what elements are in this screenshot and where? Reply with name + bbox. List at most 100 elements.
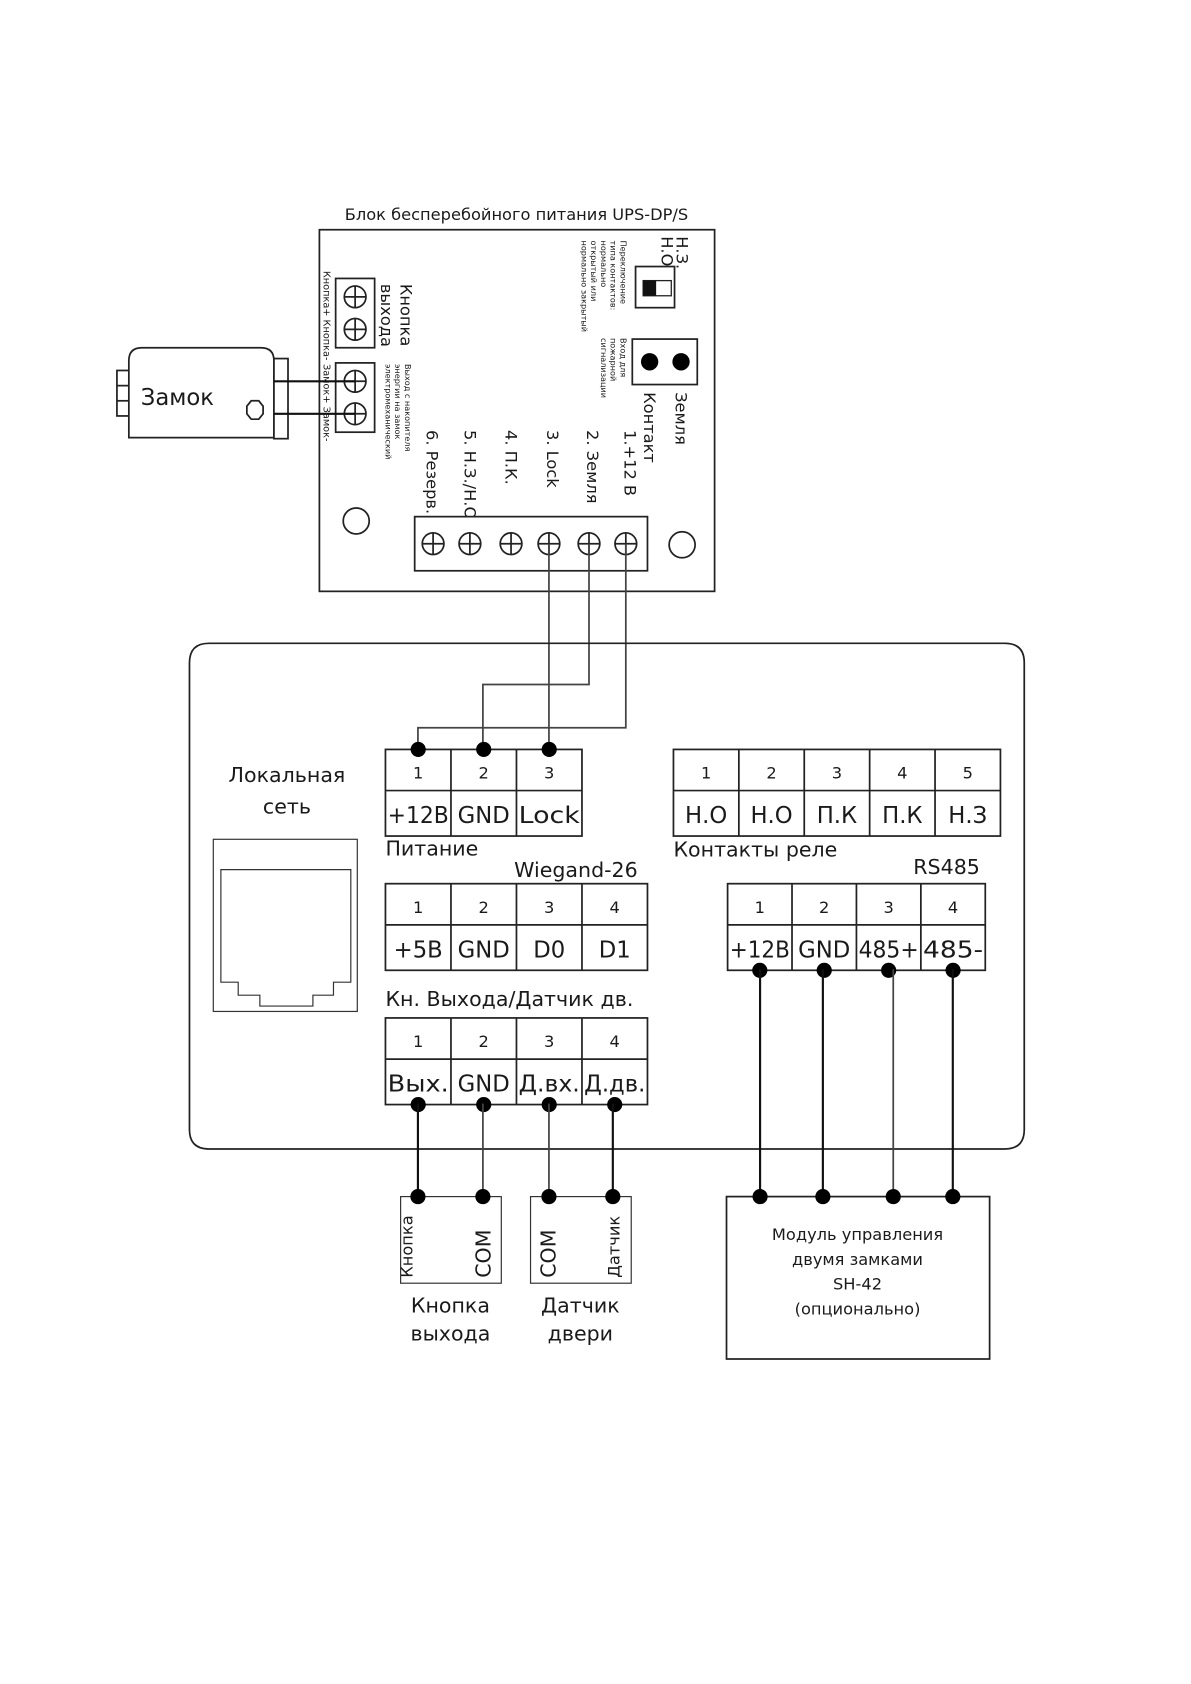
wire-junction-dot — [476, 741, 492, 758]
power-caption: Питание — [385, 837, 478, 861]
wire-junction-dot — [410, 741, 426, 758]
door-sensor-pin: COM — [536, 1230, 560, 1278]
pin-label: П.К — [817, 803, 857, 829]
door-sensor-label: Датчик — [541, 1293, 620, 1317]
mounting-hole-icon — [668, 530, 696, 559]
screw-terminal-icon — [421, 532, 445, 556]
exit-button-label: выхода — [410, 1322, 490, 1346]
pin-number: 3 — [883, 898, 893, 917]
pin-number: 5 — [963, 764, 973, 783]
lan-label: сеть — [263, 794, 311, 818]
screw-terminal-icon — [458, 532, 482, 556]
ups-terminal-label: 6. Резерв. — [423, 430, 442, 514]
pin-number: 1 — [413, 1032, 423, 1051]
pin-number: 4 — [948, 898, 958, 917]
pin-label: +12В — [388, 803, 449, 829]
ethernet-port-icon[interactable] — [212, 838, 358, 1013]
ups-contact-type-switch[interactable]: Н.З. Н.О. — [634, 236, 692, 309]
pin-number: 4 — [610, 898, 620, 917]
pin-label: GND — [798, 937, 850, 963]
exit-button-device: Кнопка COM Кнопка выхода — [398, 1189, 502, 1346]
ups-lock-output-desc: Выход с накопителя — [403, 364, 413, 452]
ups-exit-button-label: Кнопка — [397, 284, 416, 346]
wire-junction-dot — [541, 741, 557, 758]
relay-caption: Контакты реле — [673, 838, 837, 862]
door-sensor-pin: Датчик — [604, 1216, 623, 1278]
module-text: Модуль управления — [772, 1225, 943, 1244]
fire-desc: сигнализации — [599, 338, 609, 398]
ups-terminal-label: 5. Н.З./Н.О. — [460, 430, 479, 524]
pin-number: 4 — [610, 1032, 620, 1051]
pin-label: GND — [458, 937, 510, 963]
exit-button-label: Кнопка — [411, 1293, 490, 1317]
pin-label: Вых. — [388, 1072, 449, 1098]
ups-exit-button-terminal: Кнопка выхода — [334, 277, 416, 349]
pin-number: 2 — [479, 764, 489, 783]
pin-label: Lock — [519, 803, 581, 829]
pin-number: 1 — [413, 898, 423, 917]
module-text: (опционально) — [795, 1300, 921, 1319]
screw-terminal-icon — [343, 317, 367, 342]
controller-board: Локальная сеть 1+12В2GND3Lock1Н.О2Н.О3П.… — [188, 642, 1026, 1150]
pin-number: 4 — [897, 764, 907, 783]
exit-button-pin: COM — [471, 1230, 495, 1278]
ups-to-controller-wires — [417, 543, 627, 748]
wiegand-caption: Wiegand-26 — [514, 858, 638, 882]
pin-label: GND — [458, 1072, 510, 1098]
exit-button-pin: Кнопка — [398, 1215, 417, 1277]
lock-label: Замок — [141, 385, 214, 411]
relay-connector: 1Н.О2Н.О3П.К4П.К5Н.З — [672, 748, 1002, 837]
ups-exit-button-pins: Кнопка+ Кнопка- — [321, 271, 332, 361]
pin-number: 2 — [479, 898, 489, 917]
lan-label: Локальная — [229, 763, 346, 787]
sh42-module: Модуль управления двумя замками SH-42 (о… — [725, 1189, 991, 1360]
ups-lock-pins: Замок+ Замок- — [321, 364, 332, 442]
pin-number: 3 — [544, 898, 554, 917]
fire-desc: Вход для — [618, 338, 628, 377]
wire-junction-dot — [816, 962, 832, 978]
pin-label: +5В — [394, 937, 443, 963]
ups-fire-alarm-input: Земля Контакт — [631, 338, 699, 463]
ups-terminal-label: 3. Lock — [543, 430, 562, 488]
ups-lock-output-desc: электромеханический — [383, 364, 393, 459]
ups-main-terminal-strip — [413, 515, 649, 572]
wire-junction-dot — [607, 1096, 623, 1113]
pin-label: Н.О — [750, 803, 792, 829]
ups-terminal-label: 2. Земля — [583, 430, 602, 503]
door-sensor-label: двери — [548, 1322, 613, 1346]
pin-label: GND — [458, 803, 510, 829]
ups-exit-button-label: выхода — [377, 284, 396, 347]
switch-no-label: Н.О. — [658, 236, 677, 271]
ups-title: Блок бесперебойного питания UPS-DP/S — [345, 205, 688, 224]
pin-label: Д.дв. — [584, 1072, 645, 1098]
fire-ground-label: Земля — [672, 392, 691, 445]
lock-device: Замок — [116, 346, 356, 440]
pin-number: 1 — [413, 764, 423, 783]
fire-contact-label: Контакт — [640, 392, 659, 463]
pin-label: П.К — [882, 803, 922, 829]
pin-number: 1 — [755, 898, 765, 917]
pin-label: Н.З — [948, 803, 987, 829]
ups-lock-terminal — [334, 362, 376, 434]
pin-number: 3 — [832, 764, 842, 783]
pin-label: Д.вх. — [519, 1072, 580, 1098]
switch-desc: открытый или — [589, 241, 599, 302]
pin-label: +12В — [730, 937, 790, 963]
switch-desc: Переключение — [618, 241, 628, 304]
pin-label: 485+ — [859, 937, 919, 963]
fire-desc: пожарной — [609, 338, 619, 381]
ups-terminal-label: 1.+12 В — [621, 430, 640, 496]
pin-label: Н.О — [685, 803, 727, 829]
rs485-caption: RS485 — [913, 855, 980, 879]
module-text: двумя замками — [792, 1250, 923, 1269]
pin-number: 2 — [819, 898, 829, 917]
ups-block: Блок бесперебойного питания UPS-DP/S Кно… — [318, 205, 716, 593]
mounting-hole-icon — [342, 507, 371, 535]
pin-label: 485- — [923, 937, 983, 963]
pin-number: 3 — [544, 764, 554, 783]
pin-number: 2 — [766, 764, 776, 783]
